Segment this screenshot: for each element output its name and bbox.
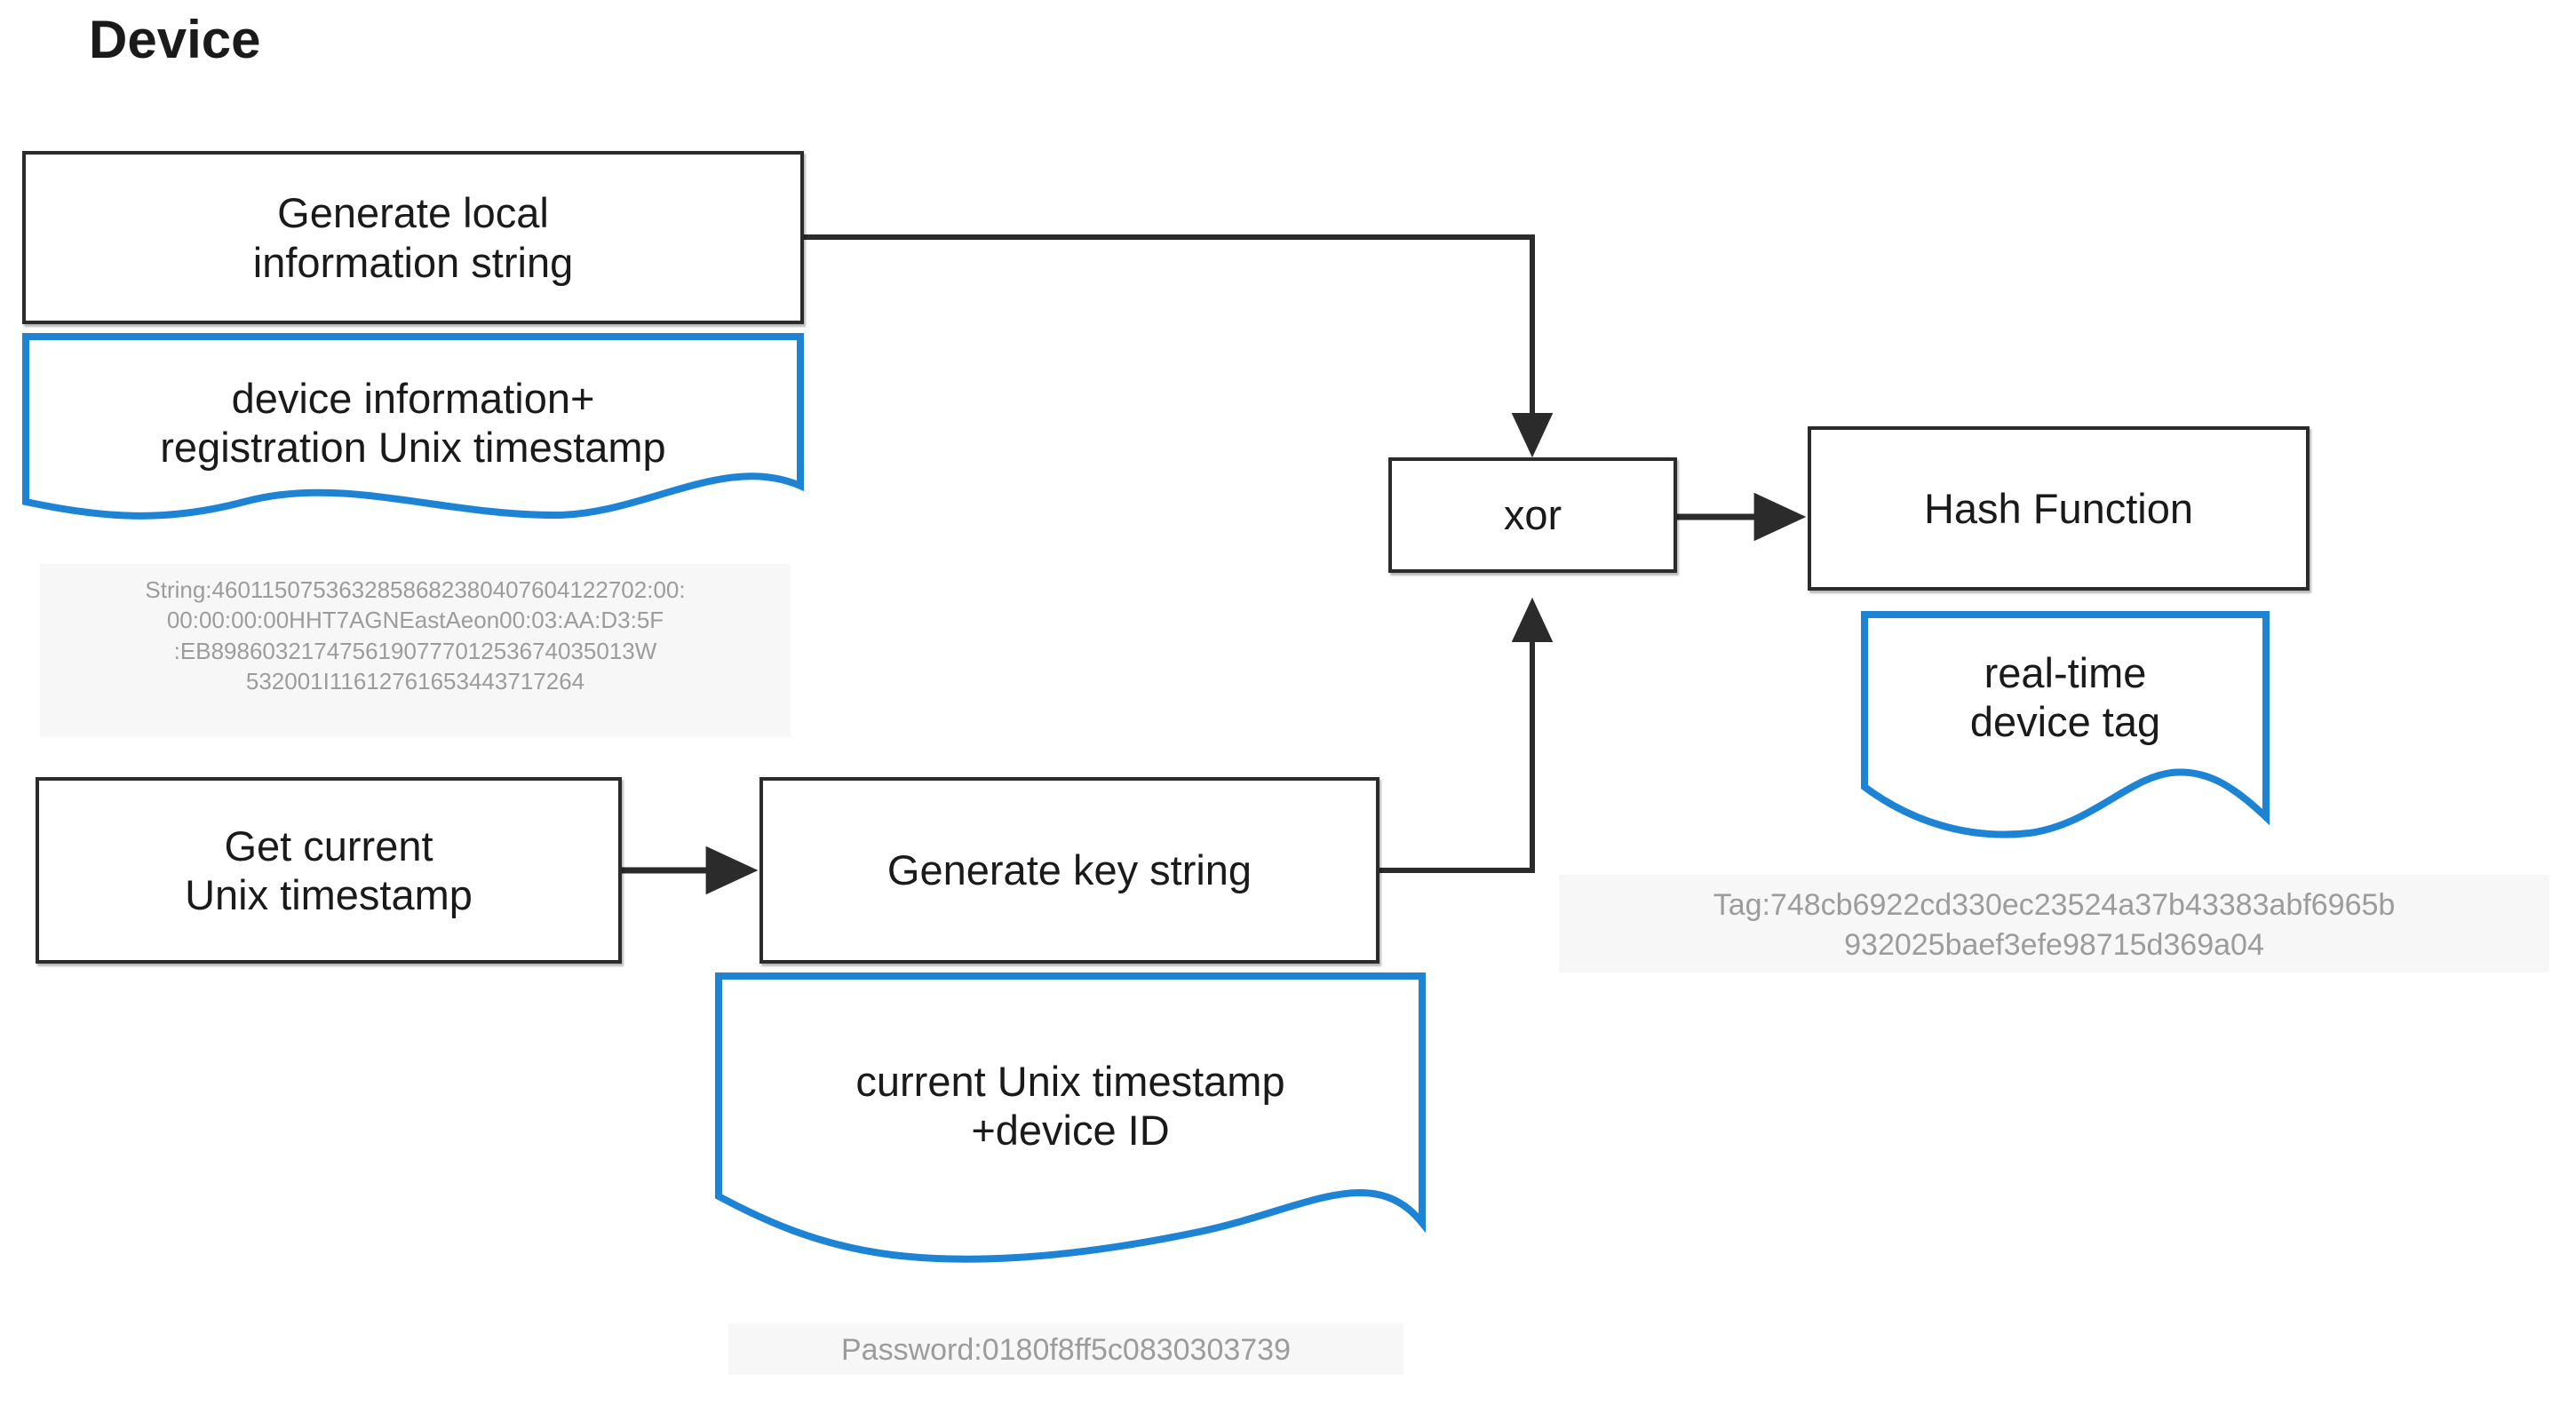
doc-label-line2: registration Unix timestamp xyxy=(160,424,666,472)
caption-line: String:460115075363285868238040760412270… xyxy=(145,576,686,603)
node-generate-local-information-string[interactable]: Generate local information string xyxy=(22,151,804,324)
doc-label-line1: current Unix timestamp xyxy=(855,1058,1285,1105)
node-hash-function[interactable]: Hash Function xyxy=(1808,426,2310,591)
node-label: xor xyxy=(1503,491,1562,539)
caption-line: :EB898603217475619077701253674035013W xyxy=(173,637,657,664)
doc-label: device information+ registration Unix ti… xyxy=(22,374,804,472)
node-label-line2: information string xyxy=(252,238,574,286)
caption-line: 932025baef3efe98715d369a04 xyxy=(1844,927,2264,962)
caption-string-value: String:460115075363285868238040760412270… xyxy=(40,564,791,737)
doc-device-tag: real-time device tag xyxy=(1861,611,2270,842)
doc-shape-icon xyxy=(22,333,804,520)
doc-label-line1: real-time xyxy=(1984,649,2147,696)
doc-shape-icon xyxy=(715,972,1426,1263)
doc-label-line2: +device ID xyxy=(971,1107,1170,1155)
node-label-line2: Unix timestamp xyxy=(185,871,473,918)
caption-password-value: Password:0180f8ff5c0830303739 xyxy=(728,1323,1403,1375)
doc-label-line2: device tag xyxy=(1969,698,2161,746)
caption-line: Password:0180f8ff5c0830303739 xyxy=(841,1333,1291,1367)
edge-key-string-to-xor xyxy=(1379,597,1554,873)
node-label: Generate key string xyxy=(886,846,1252,894)
node-label: Hash Function xyxy=(1923,484,2194,532)
doc-shape-icon xyxy=(1861,611,2270,838)
doc-key-string: current Unix timestamp +device ID xyxy=(715,972,1426,1266)
doc-device-information: device information+ registration Unix ti… xyxy=(22,333,804,524)
caption-line: Tag:748cb6922cd330ec23524a37b43383abf696… xyxy=(1713,888,2396,922)
node-generate-key-string[interactable]: Generate key string xyxy=(759,777,1379,964)
page-title: Device xyxy=(89,10,261,69)
node-label-line1: Generate local xyxy=(277,189,549,237)
doc-label: current Unix timestamp +device ID xyxy=(715,1057,1426,1155)
node-xor[interactable]: xor xyxy=(1388,457,1677,573)
node-label-line1: Get current xyxy=(224,822,433,869)
node-get-current-unix-timestamp[interactable]: Get current Unix timestamp xyxy=(36,777,622,964)
edge-local-info-to-xor xyxy=(804,234,1554,458)
doc-label-line1: device information+ xyxy=(231,375,595,422)
caption-line: 00:00:00:00HHT7AGNEastAeon00:03:AA:D3:5F xyxy=(166,607,664,634)
doc-label: real-time device tag xyxy=(1861,648,2270,747)
caption-line: 532001I11612761653443717264 xyxy=(245,667,585,695)
caption-tag-value: Tag:748cb6922cd330ec23524a37b43383abf696… xyxy=(1559,875,2549,972)
